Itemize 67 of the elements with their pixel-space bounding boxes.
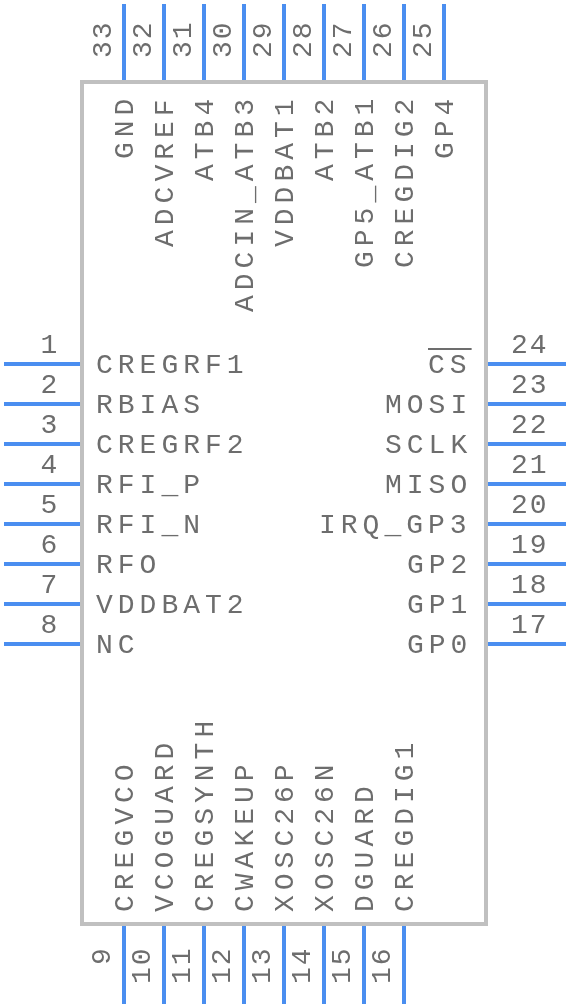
pin-name: CREGSYNTH [192, 715, 220, 912]
pin-name: GP4 [432, 93, 460, 159]
pin-name: RFI_P [96, 472, 205, 500]
pin-name: MOSI [385, 392, 473, 420]
pin-number: 15 [329, 946, 357, 984]
pin-number: 8 [40, 612, 60, 640]
pin-name: CREGDIG2 [392, 93, 420, 268]
pin-number: 7 [40, 572, 60, 600]
chip-body [80, 80, 488, 926]
pin-name: CREGVCO [112, 759, 140, 912]
pin-name: IRQ_GP3 [319, 512, 472, 540]
pin-number: 25 [410, 20, 438, 58]
pin-number: 30 [210, 20, 238, 58]
pin-number: 18 [511, 572, 549, 600]
pin-number: 4 [40, 452, 60, 480]
pin-number: 21 [511, 452, 549, 480]
pin-name: GP1 [407, 592, 473, 620]
pin-name: MISO [385, 472, 473, 500]
pin-name: CREGRF2 [96, 432, 249, 460]
pin-name: XOSC26N [312, 759, 340, 912]
pin-number: 6 [40, 532, 60, 560]
pin-number: 22 [511, 412, 549, 440]
pin-number: 28 [290, 20, 318, 58]
pin-number: 2 [40, 372, 60, 400]
pin-number: 19 [511, 532, 549, 560]
pin-name: XOSC26P [272, 759, 300, 912]
pin-name: ADCIN_ATB3 [232, 93, 260, 312]
pin-name: RFI_N [96, 512, 205, 540]
pin-name: CREGRF1 [96, 352, 249, 380]
pin-number: 17 [511, 612, 549, 640]
pin-number: 16 [369, 946, 397, 984]
pin-name: VDDBAT1 [272, 94, 300, 247]
pin-number: 31 [170, 20, 198, 58]
pin-name: ATB2 [312, 93, 340, 181]
pin-name: GND [112, 93, 140, 159]
pin-number: 5 [40, 492, 60, 520]
pin-number: 20 [511, 492, 549, 520]
pin-name: VCOGUARD [152, 737, 180, 912]
pin-name: DGUARD [352, 781, 380, 912]
pin-number: 13 [249, 946, 277, 984]
pin-number: 14 [289, 946, 317, 984]
pin-name: SCLK [385, 432, 473, 460]
pin-number: 9 [89, 946, 117, 965]
pin-name: CS [428, 352, 472, 380]
pin-name: CREGDIG1 [392, 737, 420, 912]
pin-number: 23 [511, 372, 549, 400]
pin-name: GP0 [407, 632, 473, 660]
pin-name: RFO [96, 552, 162, 580]
pin-name: ATB4 [192, 93, 220, 181]
pin-name: CWAKEUP [232, 759, 260, 912]
pin-number: 33 [90, 20, 118, 58]
pin-number: 24 [511, 332, 549, 360]
pin-name: VDDBAT2 [96, 592, 249, 620]
pin-name: NC [96, 632, 140, 660]
pin-number: 10 [129, 946, 157, 984]
pin-name: GP5_ATB1 [352, 93, 380, 268]
pin-number: 26 [370, 20, 398, 58]
pin-number: 12 [209, 946, 237, 984]
pin-name: RBIAS [96, 392, 205, 420]
pin-number: 1 [40, 332, 60, 360]
pin-number: 29 [250, 20, 278, 58]
pin-name: GP2 [407, 552, 473, 580]
pin-number: 3 [40, 412, 60, 440]
pin-number: 11 [169, 946, 197, 984]
pin-number: 32 [130, 20, 158, 58]
pin-number: 27 [330, 20, 358, 58]
pin-name: ADCVREF [152, 94, 180, 247]
